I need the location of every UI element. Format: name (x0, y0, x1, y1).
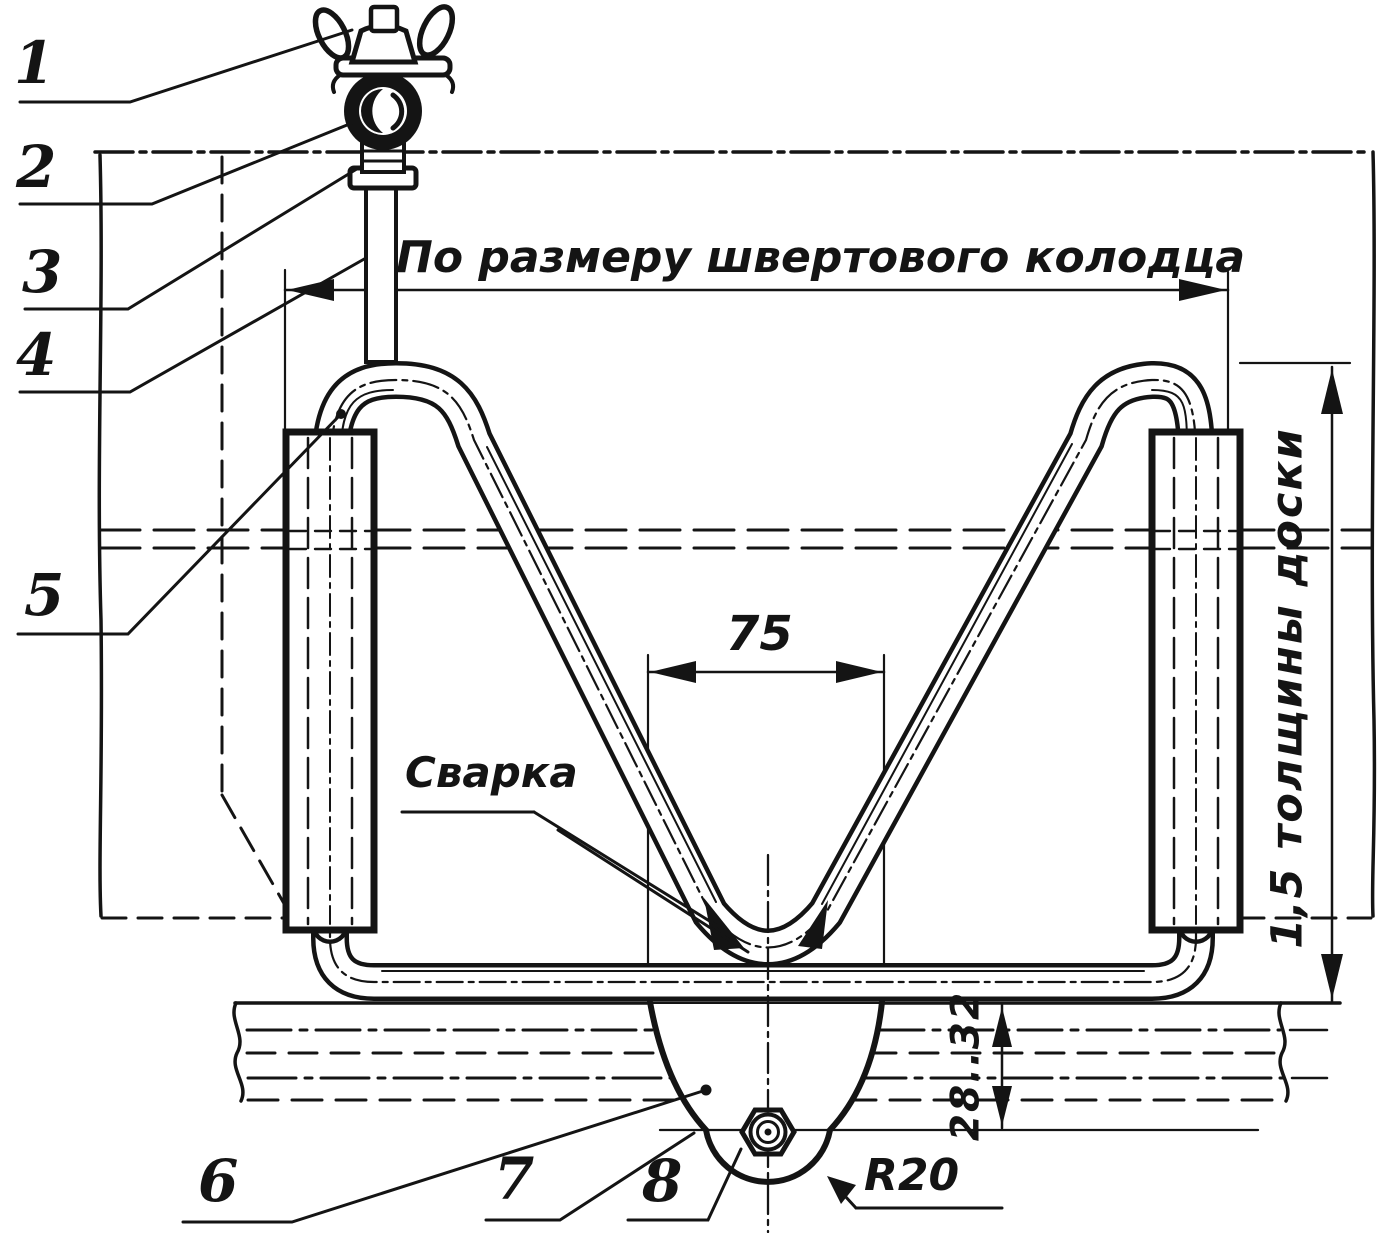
dimension-label-bolt-offset: 28..32 (943, 990, 989, 1142)
callout-6: 6 (198, 1147, 239, 1215)
threaded-rod (364, 184, 398, 364)
tube-frame (311, 360, 1215, 1001)
sleeve-left (282, 428, 378, 934)
dimension-board-thickness (1238, 361, 1352, 1003)
callout-3: 3 (22, 238, 63, 306)
callout-1: 1 (14, 29, 55, 97)
bracket-plate (647, 999, 885, 1185)
board (232, 1001, 1342, 1103)
callout-8: 8 (642, 1147, 683, 1215)
ring-nut (344, 72, 422, 150)
hex-bolt (739, 1107, 797, 1157)
weld-label: Сварка (405, 748, 578, 797)
dimension-label-board-thickness: 1,5 толщины доски (1262, 427, 1313, 949)
callout-leaders (16, 28, 1004, 1224)
dimension-label-radius: R20 (864, 1150, 960, 1201)
wing-nut (312, 4, 456, 65)
dimension-label-center-gap: 75 (726, 606, 793, 662)
well-left-wall (97, 153, 292, 920)
weld-leader (400, 810, 750, 954)
sleeve-right (1148, 428, 1244, 934)
weld-fillets (704, 898, 828, 950)
dimension-label-well-width: По размеру швертового колодца (396, 232, 1246, 283)
callout-4: 4 (16, 321, 57, 389)
callout-5: 5 (24, 561, 65, 629)
callout-2: 2 (16, 133, 57, 201)
callout-7: 7 (494, 1145, 535, 1213)
well-right-wall (1238, 150, 1377, 920)
dimension-bolt-offset (992, 1003, 1012, 1130)
